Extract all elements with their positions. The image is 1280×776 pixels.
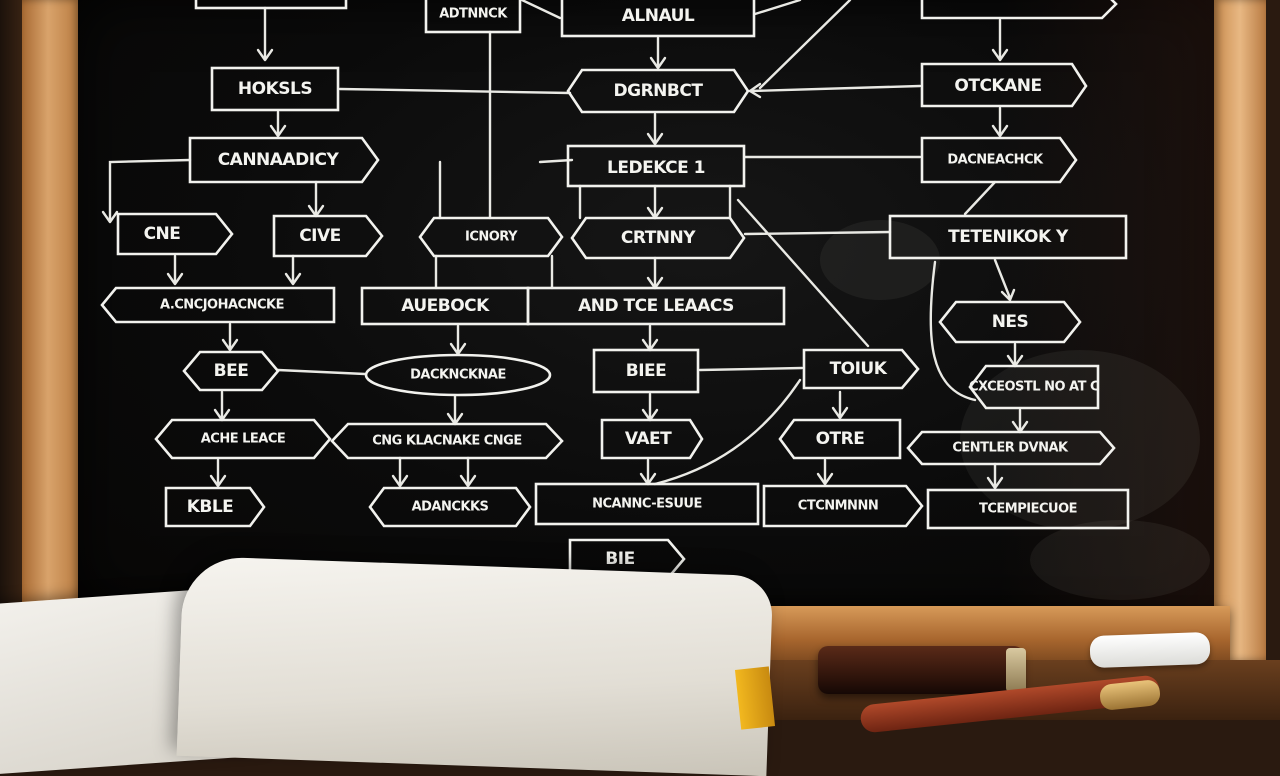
- node-n17: AND TCE LEAACS: [526, 286, 786, 326]
- node-n27: OTRE: [778, 418, 902, 460]
- node-n13: CRTNNY: [570, 216, 746, 260]
- left-wall-shadow: [0, 0, 24, 720]
- chalkboard: [78, 0, 1216, 608]
- node-n33: TCEMPIECUOE: [926, 488, 1130, 530]
- svg-text:DACNEACHCK: DACNEACHCK: [947, 153, 1044, 168]
- svg-text:TETENIKOK Y: TETENIKOK Y: [948, 227, 1069, 247]
- node-n7: CANNAADICY: [188, 136, 380, 184]
- svg-text:CENTLER DVNAK: CENTLER DVNAK: [952, 441, 1069, 456]
- node-n22: TOIUK: [802, 348, 920, 390]
- node-n1: [194, 0, 348, 10]
- node-n19: BEE: [182, 350, 280, 392]
- svg-text:DACKNCKNAE: DACKNCKNAE: [410, 368, 506, 383]
- board-glow: [1000, 0, 1216, 608]
- flowchart-nodes: ADTNNCK ALNAUL HOKSLS DGRNBCT OTCKANE CA…: [100, 0, 1130, 580]
- svg-text:NCANNC-ESUUE: NCANNC-ESUUE: [592, 497, 702, 512]
- node-n14: TETENIKOK Y: [888, 214, 1128, 260]
- node-n2: ADTNNCK: [424, 0, 522, 34]
- node-n6: OTCKANE: [920, 62, 1088, 108]
- svg-text:CXCEOSTL NO AT C: CXCEOSTL NO AT C: [969, 380, 1099, 395]
- svg-text:DGRNBCT: DGRNBCT: [614, 81, 704, 101]
- node-n28: CENTLER DVNAK: [906, 430, 1116, 466]
- svg-text:KBLE: KBLE: [187, 497, 234, 517]
- node-n26: VAET: [600, 418, 704, 460]
- node-n9: DACNEACHCK: [920, 136, 1078, 184]
- svg-text:ADANCKKS: ADANCKKS: [412, 500, 489, 515]
- svg-text:BIE: BIE: [605, 549, 634, 569]
- node-n20: DACKNCKNAE: [364, 353, 552, 397]
- svg-text:ADTNNCK: ADTNNCK: [439, 7, 508, 22]
- svg-text:BIEE: BIEE: [626, 361, 667, 381]
- node-n16: AUEBOCK: [360, 286, 530, 326]
- node-n32: CTCNMNNN: [762, 484, 924, 528]
- svg-text:VAET: VAET: [625, 429, 672, 449]
- chalkboard-frame-left: [22, 0, 80, 620]
- svg-text:ALNAUL: ALNAUL: [622, 6, 695, 26]
- svg-text:ACHE LEACE: ACHE LEACE: [201, 432, 286, 447]
- svg-text:CIVE: CIVE: [299, 226, 341, 246]
- svg-text:OTCKANE: OTCKANE: [954, 76, 1041, 96]
- svg-text:AND TCE LEAACS: AND TCE LEAACS: [578, 296, 734, 316]
- svg-text:NES: NES: [992, 312, 1029, 332]
- svg-text:LEDEKCE 1: LEDEKCE 1: [607, 158, 705, 178]
- node-n30: ADANCKKS: [368, 486, 532, 528]
- svg-text:BEE: BEE: [214, 361, 249, 381]
- node-n10: CNE: [116, 212, 234, 256]
- node-n23: CXCEOSTL NO AT C: [968, 364, 1100, 410]
- node-n15: A.CNCJOHACNCKE: [100, 286, 336, 324]
- svg-text:CRTNNY: CRTNNY: [621, 228, 696, 248]
- node-n12: ICNORY: [418, 216, 564, 258]
- notebook-right-page: [176, 555, 774, 776]
- node-n21: BIEE: [592, 348, 700, 394]
- node-n31: NCANNC-ESUUE: [534, 482, 760, 526]
- svg-text:A.CNCJOHACNCKE: A.CNCJOHACNCKE: [160, 298, 284, 313]
- node-n4: HOKSLS: [210, 66, 340, 112]
- marker-pen: [818, 646, 1024, 694]
- node-n3: ALNAUL: [560, 0, 756, 38]
- node-n8: LEDEKCE 1: [566, 144, 746, 188]
- node-n5: DGRNBCT: [566, 68, 750, 114]
- svg-text:TOIUK: TOIUK: [830, 359, 888, 379]
- svg-text:OTRE: OTRE: [816, 429, 865, 449]
- svg-text:CNE: CNE: [144, 224, 181, 244]
- node-n11: CIVE: [272, 214, 384, 258]
- node-n25: CNG KLACNAKE CNGE: [330, 422, 564, 460]
- svg-text:HOKSLS: HOKSLS: [238, 79, 312, 99]
- marker-band: [1006, 648, 1026, 692]
- node-n29: KBLE: [164, 486, 266, 528]
- notebook-yellow-edge: [734, 666, 776, 730]
- svg-text:CTCNMNNN: CTCNMNNN: [798, 499, 878, 514]
- svg-text:CANNAADICY: CANNAADICY: [218, 150, 340, 170]
- chalk-flowchart: ADTNNCK ALNAUL HOKSLS DGRNBCT OTCKANE CA…: [100, 0, 1210, 600]
- chalkboard-frame-right: [1214, 0, 1266, 660]
- node-n24: ACHE LEACE: [154, 418, 332, 460]
- svg-text:TCEMPIECUOE: TCEMPIECUOE: [979, 502, 1077, 517]
- svg-text:CNG KLACNAKE CNGE: CNG KLACNAKE CNGE: [372, 434, 521, 449]
- svg-text:AUEBOCK: AUEBOCK: [401, 296, 490, 316]
- node-n18: NES: [938, 300, 1082, 344]
- node-n0top: [920, 0, 1118, 20]
- chalk-stick: [1089, 631, 1211, 669]
- svg-text:ICNORY: ICNORY: [465, 230, 518, 245]
